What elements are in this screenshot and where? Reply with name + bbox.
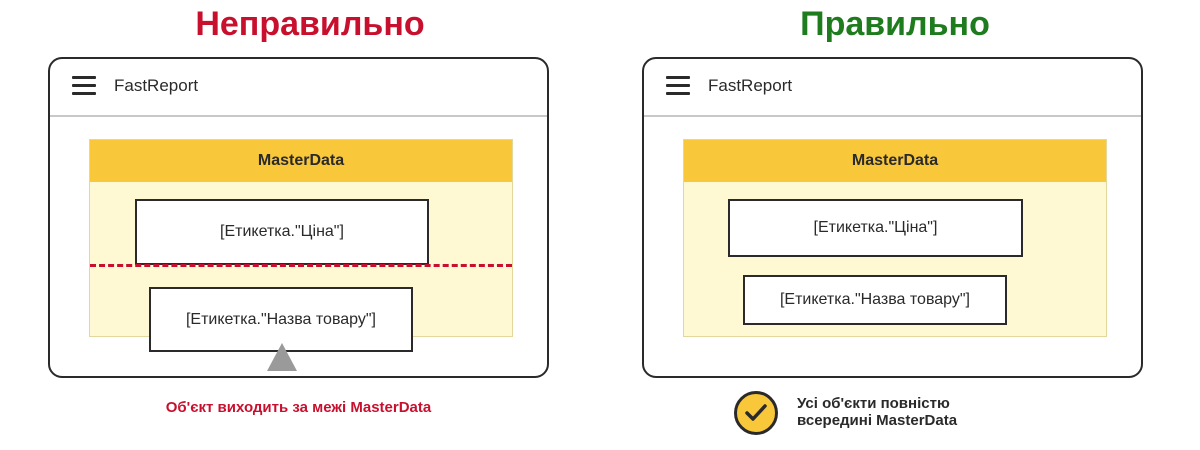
right-caption-line1: Усі об'єкти повністю [797, 395, 950, 412]
wrong-price-field[interactable]: [Етикетка."Ціна"] [135, 199, 429, 265]
wrong-caption: Об'єкт виходить за межі MasterData [165, 399, 432, 416]
right-caption-line2: всередині MasterData [797, 412, 958, 429]
right-band-header: MasterData [684, 140, 1106, 182]
right-product-name-field[interactable]: [Етикетка."Назва товару"] [743, 275, 1007, 325]
checkmark-icon [734, 391, 778, 435]
right-caption: Усі об'єкти повністю всередині MasterDat… [797, 395, 1037, 429]
right-price-field[interactable]: [Етикетка."Ціна"] [728, 199, 1023, 257]
wrong-window-titlebar: FastReport [50, 59, 547, 117]
wrong-report-window: FastReport MasterData [Етикетка."Ціна"] … [48, 57, 549, 378]
warning-arrow-icon [267, 343, 297, 371]
wrong-band-header: MasterData [90, 140, 512, 182]
right-heading: Правильно [800, 5, 990, 43]
wrong-app-title: FastReport [114, 76, 199, 95]
right-window-titlebar: FastReport [644, 59, 1141, 117]
hamburger-menu-icon[interactable] [72, 76, 96, 96]
band-boundary-line [90, 264, 512, 267]
right-app-title: FastReport [708, 76, 793, 95]
wrong-heading: Неправильно [195, 5, 425, 43]
right-report-window: FastReport MasterData [Етикетка."Ціна"] … [642, 57, 1143, 378]
hamburger-menu-icon[interactable] [666, 76, 690, 96]
